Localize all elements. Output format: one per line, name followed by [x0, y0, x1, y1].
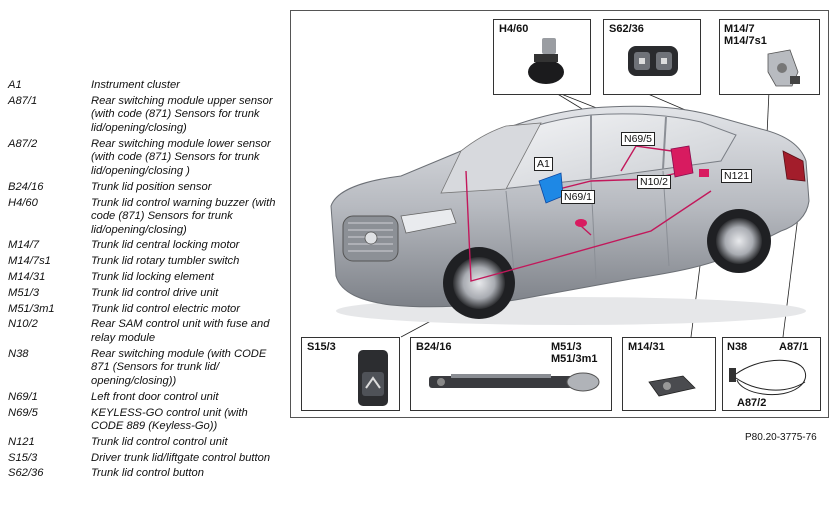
- legend-row: A1 Instrument cluster: [0, 79, 285, 93]
- legend-description: Rear SAM control unit with fuse and rela…: [91, 318, 270, 344]
- legend-description: Driver trunk lid/liftgate control button: [91, 451, 271, 464]
- legend-description: Trunk lid control drive unit: [91, 286, 219, 299]
- drive-unit-icon: [429, 372, 600, 392]
- legend-row: M14/7 Trunk lid central locking motor: [0, 239, 285, 253]
- legend-code: M14/7: [8, 239, 40, 252]
- label-m14-7: M14/7: [724, 23, 755, 35]
- callout-n69-1: N69/1: [561, 190, 596, 204]
- legend-row: M14/31 Trunk lid locking element: [0, 271, 285, 285]
- legend-row: N69/1 Left front door control unit: [0, 391, 285, 405]
- label-s62-36: S62/36: [609, 23, 644, 35]
- legend-description: Trunk lid control control unit: [91, 435, 228, 448]
- label-a87-2: A87/2: [737, 397, 767, 409]
- callout-n121: N121: [721, 169, 753, 183]
- legend-row: N121 Trunk lid control control unit: [0, 436, 285, 450]
- legend-description: Left front door control unit: [91, 390, 219, 403]
- legend-description: Trunk lid rotary tumbler switch: [91, 255, 240, 268]
- legend-row: N69/5 KEYLESS-GO control unit (with CODE …: [0, 407, 285, 434]
- legend-code: S62/36: [8, 467, 44, 480]
- box-m14-7: M14/7 M14/7s1: [719, 19, 820, 95]
- legend-description: Trunk lid control button: [91, 467, 204, 480]
- label-b24-16: B24/16: [416, 341, 452, 353]
- legend-code: A87/2: [8, 137, 38, 150]
- legend-description: Trunk lid position sensor: [91, 180, 212, 193]
- figure-reference: P80.20-3775-76: [745, 432, 817, 443]
- box-n38-a87: N38 A87/1 A87/2: [722, 337, 821, 411]
- callout-a1: A1: [534, 157, 553, 171]
- legend-description: Instrument cluster: [91, 79, 180, 91]
- legend-row: N10/2 Rear SAM control unit with fuse and…: [0, 318, 285, 345]
- locking-element-icon: [648, 375, 696, 397]
- legend-code: A1: [8, 79, 22, 91]
- legend-row: M51/3m1 Trunk lid control electric motor: [0, 303, 285, 317]
- legend-code: B24/16: [8, 180, 44, 193]
- label-a87-1: A87/1: [779, 341, 809, 353]
- box-h4-60: H4/60: [493, 19, 591, 95]
- legend-description: Trunk lid locking element: [91, 271, 214, 284]
- legend-code: N10/2: [8, 318, 38, 331]
- box-s62-36: S62/36: [603, 19, 701, 95]
- callout-n69-5: N69/5: [621, 132, 656, 146]
- legend-code: S15/3: [8, 451, 38, 464]
- legend-description: Trunk lid control electric motor: [91, 302, 241, 315]
- legend-code: M14/7s1: [8, 255, 51, 268]
- callout-n10-2: N10/2: [637, 175, 672, 189]
- sensor-cable-icon: [729, 359, 806, 396]
- legend-row: N38 Rear switching module (with CODE 871 …: [0, 348, 285, 389]
- legend-description: Trunk lid central locking motor: [91, 239, 240, 252]
- legend-code: N121: [8, 435, 35, 448]
- label-s15-3: S15/3: [307, 341, 336, 353]
- legend-row: A87/1 Rear switching module upper sensor …: [0, 95, 285, 136]
- box-m14-31: M14/31: [622, 337, 716, 411]
- trunk-button-icon: [628, 46, 678, 76]
- legend-row: M51/3 Trunk lid control drive unit: [0, 287, 285, 301]
- label-m14-7s1: M14/7s1: [724, 35, 767, 47]
- legend-description: Rear switching module upper sensor (with…: [91, 94, 273, 134]
- n69-1-highlight: [575, 219, 587, 227]
- legend-row: M14/7s1 Trunk lid rotary tumbler switch: [0, 255, 285, 269]
- legend-code: N38: [8, 347, 29, 360]
- car-body: [330, 105, 810, 325]
- legend-code: N69/1: [8, 390, 38, 403]
- label-m14-31: M14/31: [628, 341, 665, 353]
- legend-code: M51/3: [8, 286, 40, 299]
- lock-motor-icon: [767, 49, 800, 87]
- legend-code: M51/3m1: [8, 302, 55, 315]
- label-n38: N38: [727, 341, 748, 353]
- legend-row: S62/36 Trunk lid control button: [0, 467, 285, 481]
- buzzer-icon: [528, 38, 564, 84]
- legend-code: A87/1: [8, 94, 38, 107]
- box-s15-3: S15/3: [301, 337, 400, 411]
- front-wheel: [443, 247, 515, 319]
- legend-description: Rear switching module (with CODE 871 (Se…: [91, 347, 267, 387]
- legend-row: S15/3 Driver trunk lid/liftgate control b…: [0, 452, 285, 466]
- legend-row: H4/60 Trunk lid control warning buzzer (w…: [0, 197, 285, 238]
- driver-switch-icon: [358, 350, 388, 406]
- legend-description: Trunk lid control warning buzzer (with c…: [91, 196, 276, 236]
- box-b24-16-m51-3: B24/16 M51/3 M51/3m1: [410, 337, 612, 411]
- legend-code: H4/60: [8, 196, 38, 209]
- legend-description: KEYLESS-GO control unit (with CODE 889 (…: [91, 406, 248, 433]
- legend-row: A87/2 Rear switching module lower sensor …: [0, 138, 285, 179]
- legend-description: Rear switching module lower sensor (with…: [91, 137, 271, 177]
- label-m51-3m1: M51/3m1: [551, 353, 598, 365]
- vehicle-diagram: H4/60 S62/36 M14/7 M14/7s1 S15/3: [290, 10, 829, 418]
- n121-highlight: [699, 169, 709, 177]
- rear-wheel: [707, 209, 771, 273]
- legend-code: M14/31: [8, 271, 46, 284]
- label-h4-60: H4/60: [499, 23, 529, 35]
- legend-row: B24/16 Trunk lid position sensor: [0, 181, 285, 195]
- legend-code: N69/5: [8, 406, 38, 419]
- n69-5-highlight: [670, 145, 694, 178]
- label-m51-3: M51/3: [551, 341, 582, 353]
